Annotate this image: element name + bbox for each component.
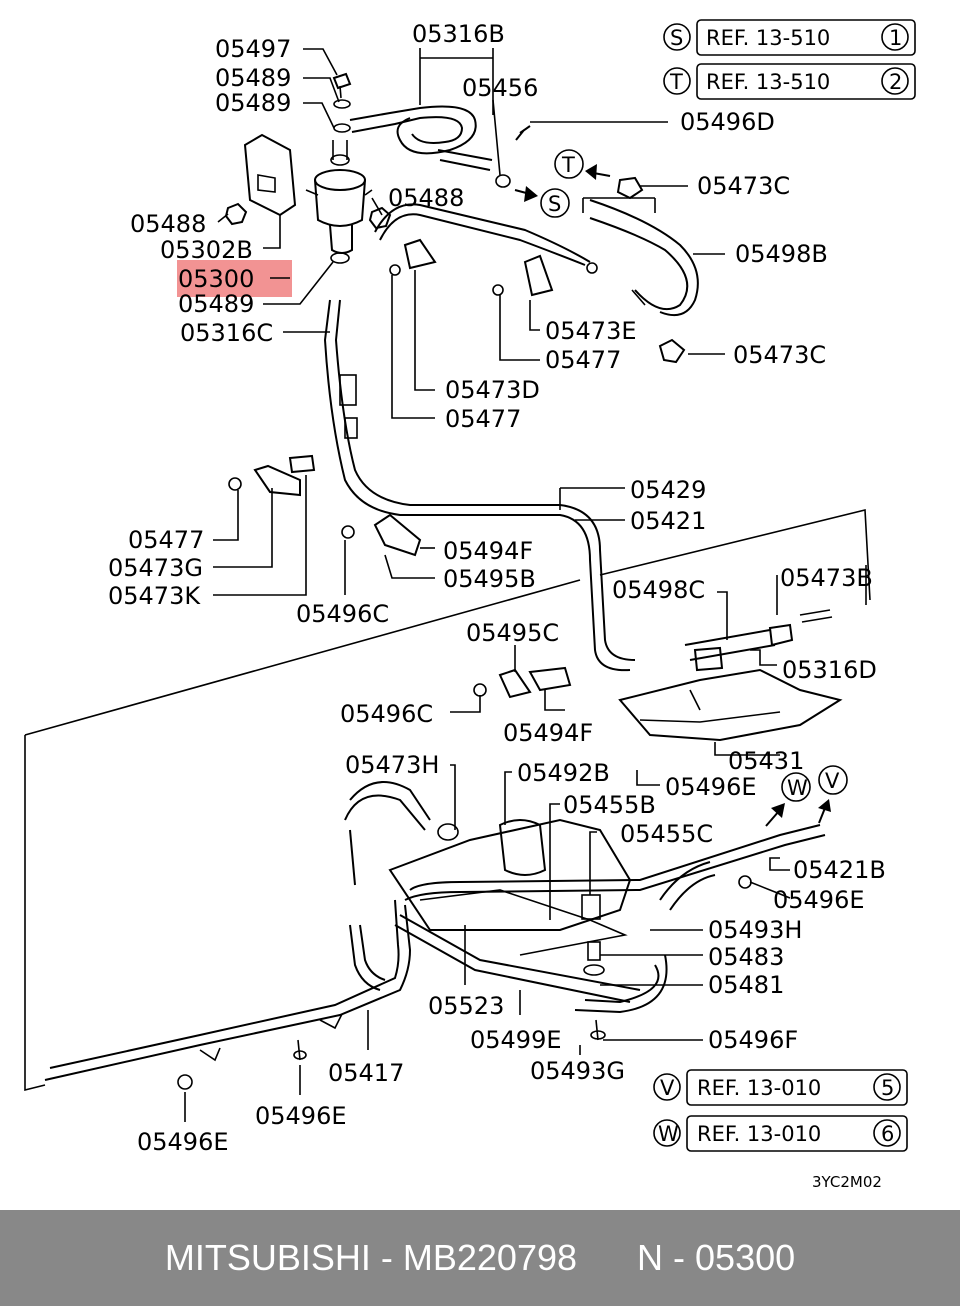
label-05495b: 05495B [443, 565, 536, 593]
label-05489: 05489 [215, 64, 291, 92]
svg-text:T: T [561, 153, 575, 177]
label-05473g: 05473G [108, 554, 203, 582]
label-05473d: 05473D [445, 376, 540, 404]
label-05456: 05456 [462, 74, 538, 102]
svg-text:1: 1 [889, 26, 902, 50]
label-05429: 05429 [630, 476, 706, 504]
label-05493g: 05493G [530, 1057, 625, 1085]
label-05496f: 05496F [708, 1026, 798, 1054]
label-05316d: 05316D [782, 656, 877, 684]
footer-position: N - 05300 [637, 1237, 796, 1278]
svg-text:REF. 13-510: REF. 13-510 [706, 26, 830, 50]
label-05523: 05523 [428, 992, 504, 1020]
part-labels: 05316B 05497 05489 05489 05456 05496D 05… [108, 20, 886, 1156]
label-05496c: 05496C [340, 700, 433, 728]
label-05455b: 05455B [563, 791, 656, 819]
label-05496e: 05496E [773, 886, 865, 914]
label-05316b: 05316B [412, 20, 505, 48]
return-lines [404, 824, 826, 1014]
label-05477: 05477 [128, 526, 204, 554]
label-05494f: 05494F [443, 537, 533, 565]
label-05496e: 05496E [255, 1102, 347, 1130]
reservoir-assembly [224, 72, 392, 264]
svg-text:REF. 13-010: REF. 13-010 [697, 1122, 821, 1146]
label-05473e: 05473E [545, 317, 637, 345]
label-05498c: 05498C [612, 576, 705, 604]
svg-text:REF. 13-510: REF. 13-510 [706, 70, 830, 94]
label-05496c: 05496C [296, 600, 389, 628]
label-05498b: 05498B [735, 240, 828, 268]
marker-w: W [765, 772, 811, 827]
label-05417: 05417 [328, 1059, 404, 1087]
label-05455c: 05455C [620, 820, 713, 848]
footer-brand: MITSUBISHI [164, 1237, 371, 1278]
svg-text:5: 5 [881, 1076, 894, 1100]
clamps-mid [228, 238, 554, 557]
label-05473b: 05473B [780, 564, 873, 592]
marker-s: S [514, 186, 570, 218]
hose-05316b [349, 105, 531, 188]
footer-part-number: MB220798 [402, 1237, 578, 1278]
label-05473c: 05473C [697, 172, 790, 200]
label-05483: 05483 [708, 943, 784, 971]
label-05488: 05488 [388, 184, 464, 212]
label-05492b: 05492B [517, 759, 610, 787]
label-05494f: 05494F [503, 719, 593, 747]
label-05421b: 05421B [793, 856, 886, 884]
label-05496d: 05496D [680, 108, 775, 136]
ref-box-t: T REF. 13-510 2 [663, 63, 916, 100]
label-05473c: 05473C [733, 341, 826, 369]
label-05477: 05477 [445, 405, 521, 433]
label-05495c: 05495C [466, 619, 559, 647]
footer-bar: MITSUBISHI - MB220798 N - 05300 [0, 1210, 960, 1306]
svg-text:6: 6 [881, 1122, 894, 1146]
label-05499e: 05499E [470, 1026, 562, 1054]
svg-text:S: S [670, 26, 683, 50]
label-05316c: 05316C [180, 319, 273, 347]
svg-text:V: V [825, 769, 840, 793]
label-05473h: 05473H [345, 751, 439, 779]
label-05481: 05481 [708, 971, 784, 999]
ref-box-s: S REF. 13-510 1 [663, 19, 916, 56]
diagram-code: 3YC2M02 [812, 1173, 882, 1191]
hose-05498b [589, 176, 699, 364]
svg-text:W: W [658, 1122, 679, 1146]
label-05496e: 05496E [137, 1128, 229, 1156]
label-05421: 05421 [630, 507, 706, 535]
svg-text:W: W [787, 776, 808, 800]
label-05473k: 05473K [108, 582, 201, 610]
label-05497: 05497 [215, 35, 291, 63]
pressure-line-top [374, 203, 598, 274]
label-05496e: 05496E [665, 773, 757, 801]
svg-text:2: 2 [889, 70, 902, 94]
label-05431: 05431 [728, 747, 804, 775]
svg-text:V: V [660, 1076, 675, 1100]
label-05493h: 05493H [708, 916, 802, 944]
label-05488: 05488 [130, 210, 206, 238]
svg-text:T: T [669, 70, 683, 94]
footer-gap [577, 1237, 637, 1279]
label-05302b: 05302B [160, 236, 253, 264]
leader-lines [184, 48, 867, 1122]
ref-box-w: W REF. 13-010 6 [653, 1115, 908, 1152]
parts-diagram: S REF. 13-510 1 T REF. 13-510 2 V REF. 1… [24, 19, 916, 1191]
clamps-05495c [473, 666, 572, 699]
long-lines [44, 899, 641, 1090]
svg-text:S: S [548, 192, 561, 216]
supply-line [323, 299, 636, 672]
label-05477: 05477 [545, 346, 621, 374]
label-05489: 05489 [178, 290, 254, 318]
ref-box-v: V REF. 13-010 5 [653, 1069, 908, 1106]
marker-v: V [818, 765, 848, 824]
footer-separator: - [370, 1237, 403, 1278]
svg-text:REF. 13-010: REF. 13-010 [697, 1076, 821, 1100]
label-05489: 05489 [215, 89, 291, 117]
label-05300: 05300 [178, 265, 254, 293]
marker-t: T [554, 149, 611, 180]
separator-lines [24, 508, 871, 1092]
